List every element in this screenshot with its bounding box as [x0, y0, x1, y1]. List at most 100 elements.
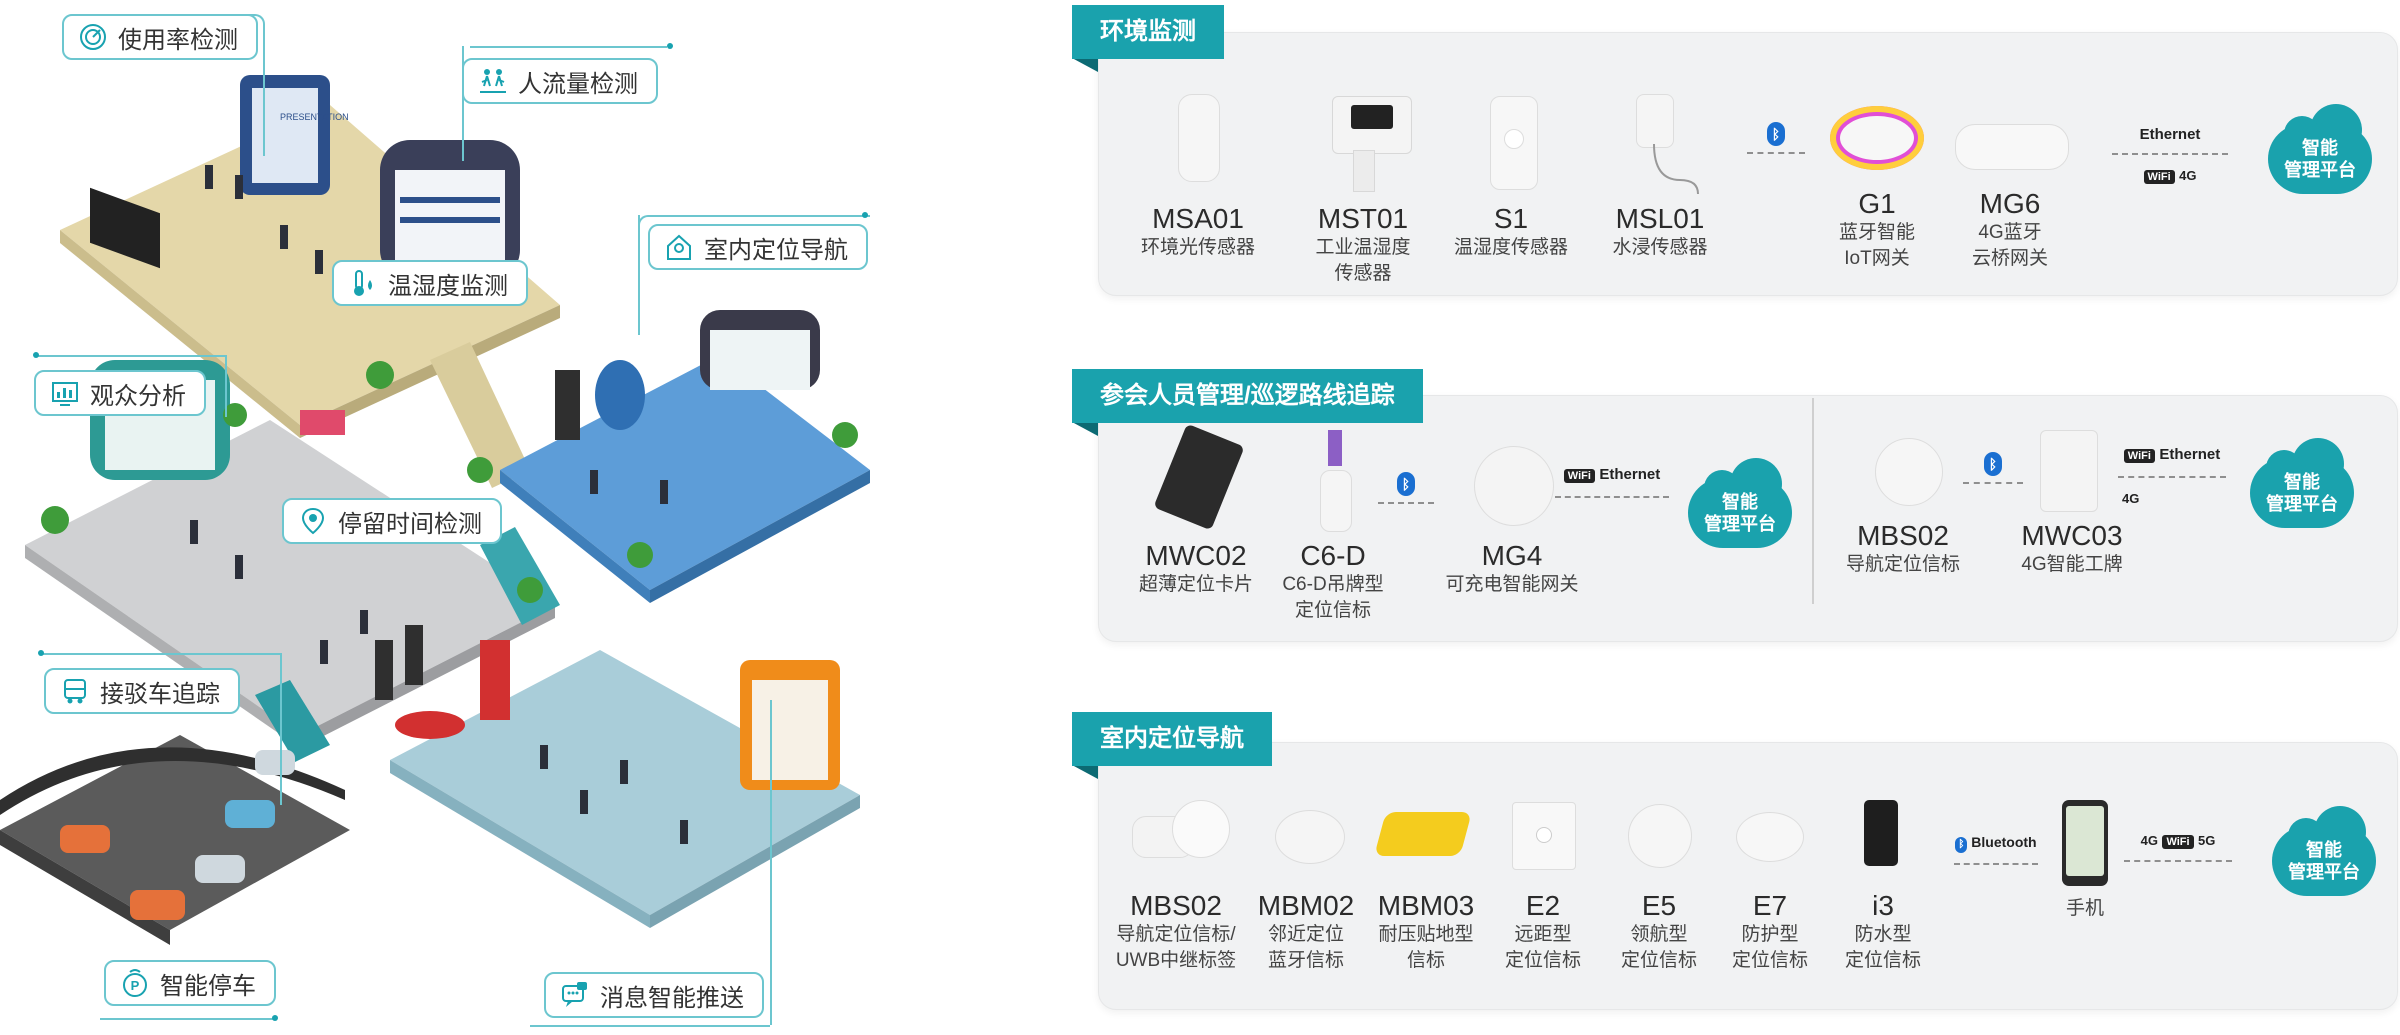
wifi-icon: WiFi	[2123, 449, 2155, 463]
bluetooth-icon: ᛒ	[1767, 122, 1785, 146]
device-desc: 防护型	[1741, 924, 1799, 945]
device-name: E2	[1525, 890, 1561, 921]
bluetooth-link: ᛒ	[1963, 452, 2023, 484]
cloud-label: 智能	[1722, 492, 1758, 512]
ethernet-label: Ethernet	[2159, 446, 2221, 463]
cloud-platform-icon: 智能管理平台	[2268, 104, 2372, 194]
bluetooth-link: ᛒ	[1378, 472, 1434, 504]
device-image	[1178, 94, 1220, 182]
device-name: G1	[1858, 188, 1896, 219]
floor-exhibition-beige	[60, 105, 560, 425]
leader-line	[100, 1018, 276, 1022]
device-desc: 导航定位信标	[1845, 554, 1961, 575]
callout-temp: 温湿度监测	[332, 260, 528, 306]
wifi-icon: WiFi	[2143, 170, 2175, 184]
leader-line	[40, 653, 282, 805]
device-desc: 定位信标	[1504, 950, 1582, 971]
leader-line	[770, 700, 774, 1025]
location-pin-icon	[667, 234, 691, 260]
device-image	[1653, 143, 1699, 195]
leader-dot	[38, 650, 44, 656]
bluetooth-icon: ᛒ	[1955, 837, 1968, 853]
leader-line	[470, 46, 667, 52]
callout-label: 人流量检测	[518, 70, 638, 98]
sign-text-1: PRESENTATION	[280, 112, 349, 122]
device-mst01: MST01 工业温湿度 传感器	[1315, 203, 1410, 287]
device-i3: i3 防水型 定位信标	[1845, 890, 1921, 974]
device-image	[1374, 812, 1472, 856]
device-desc: C6-D吊牌型	[1282, 574, 1384, 595]
panel-indoor	[1098, 742, 2398, 1010]
device-msa01: MSA01 环境光传感器	[1141, 203, 1255, 261]
device-image	[1474, 446, 1554, 526]
callout-label: 停留时间检测	[338, 510, 482, 538]
parking-icon: P	[123, 969, 147, 997]
device-mg6: MG6 4G蓝牙 云桥网关	[1972, 188, 2048, 272]
tag-fold	[1072, 422, 1098, 436]
4g-icon: 4G	[2122, 491, 2140, 506]
device-desc: 邻近定位	[1267, 924, 1344, 945]
device-desc: 信标	[1406, 950, 1445, 971]
device-image	[1172, 800, 1230, 858]
device-msl01: MSL01 水浸传感器	[1612, 203, 1707, 261]
device-image	[1490, 96, 1538, 190]
panel-env	[1098, 32, 2398, 296]
device-image	[1328, 430, 1342, 466]
shuttle-bus-icon	[64, 679, 86, 704]
cloud-platform-icon: 智能管理平台	[1688, 458, 1792, 548]
leader-dot	[272, 1015, 278, 1021]
cloud-label: 智能	[2284, 472, 2320, 492]
device-desc: 传感器	[1334, 263, 1392, 284]
cloud-platform-icon: 智能管理平台	[2272, 806, 2376, 896]
device-name: MSA01	[1152, 203, 1244, 234]
callout-label: 观众分析	[90, 382, 186, 410]
device-mbs02: MBS02 导航定位信标	[1846, 520, 1960, 578]
device-image	[1275, 810, 1345, 864]
device-s1: S1 温湿度传感器	[1454, 203, 1568, 261]
thermometer-icon	[354, 270, 372, 296]
device-desc: 可充电智能网关	[1445, 574, 1579, 595]
chat-bubble-icon	[562, 982, 587, 1007]
device-desc: IoT网关	[1844, 248, 1910, 269]
cloud-label: 管理平台	[1704, 514, 1776, 534]
cloud-label: 管理平台	[2288, 862, 2360, 882]
device-name: i3	[1872, 890, 1894, 921]
floor-blue	[500, 355, 870, 590]
people-walking-icon	[480, 69, 506, 93]
device-name: MSL01	[1615, 203, 1705, 234]
phone-image	[2062, 800, 2108, 886]
device-name: MBM02	[1257, 890, 1355, 921]
section-title-env: 环境监测	[1072, 5, 1224, 59]
device-image	[1955, 124, 2069, 170]
phone-label: 手机	[2065, 898, 2105, 919]
device-phone: 手机	[2066, 896, 2104, 922]
device-name: S1	[1493, 203, 1529, 234]
leader-line	[530, 1025, 770, 1029]
device-desc: 云桥网关	[1971, 248, 2049, 269]
callout-label: 温湿度监测	[388, 272, 508, 300]
device-desc: 蓝牙智能	[1838, 222, 1916, 243]
device-desc: 定位信标	[1620, 950, 1698, 971]
floor-parking	[0, 735, 350, 930]
leader-dot	[862, 212, 868, 218]
bluetooth-link: ᛒ Bluetooth	[1954, 834, 2038, 865]
device-desc: 定位信标	[1294, 600, 1371, 621]
device-image	[1864, 800, 1898, 866]
leader-line	[35, 355, 227, 417]
wifi-icon: WiFi	[2162, 835, 2194, 849]
ethernet-label: Ethernet	[1599, 466, 1661, 483]
5g-icon: 5G	[2198, 833, 2216, 848]
device-desc: 工业温湿度	[1315, 237, 1411, 258]
callout-audience: 观众分析	[34, 370, 206, 416]
device-desc: UWB中继标签	[1115, 950, 1237, 971]
device-e7: E7 防护型 定位信标	[1732, 890, 1808, 974]
device-name: E7	[1752, 890, 1788, 921]
callout-label: 使用率检测	[118, 26, 238, 54]
device-desc: 导航定位信标/	[1116, 924, 1236, 945]
device-desc: 温湿度传感器	[1453, 237, 1569, 258]
cloud-label: 管理平台	[2266, 494, 2338, 514]
leader-line	[462, 46, 472, 161]
leader-line	[638, 215, 642, 335]
device-image	[1628, 804, 1692, 868]
venue-illustration: PRESENTATION PRESENTATION 使用率检测 人流量检测 室内…	[0, 0, 1040, 1030]
